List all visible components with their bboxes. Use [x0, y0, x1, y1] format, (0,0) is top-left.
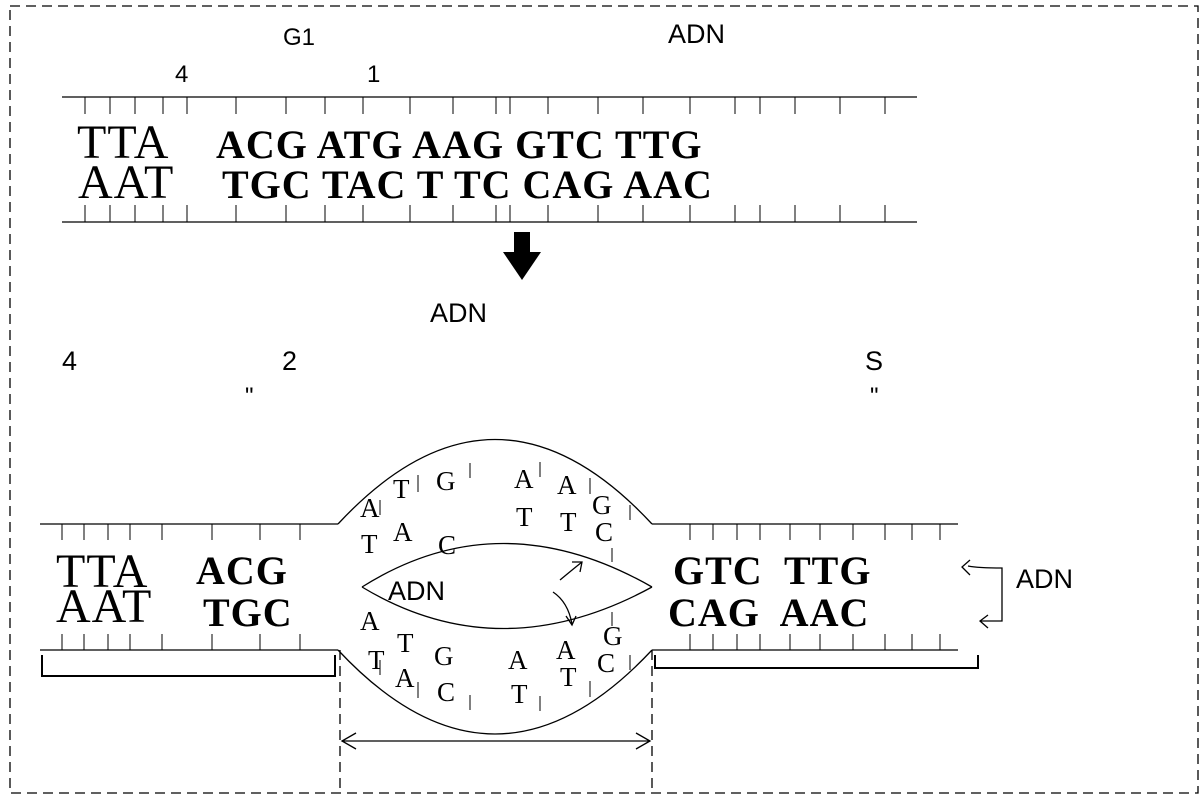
bubble-upper-nuc: T [361, 529, 378, 559]
label-g1: G1 [283, 24, 315, 51]
bubble-upper-nuc: T [393, 474, 410, 504]
right-seq-lower: CAG AAC [668, 590, 869, 635]
label-adn-top: ADN [668, 19, 725, 49]
bubble-upper-nuc: A [393, 517, 413, 547]
curved-arrow-lower [552, 591, 573, 625]
right-backbone-ticks [689, 524, 941, 650]
bubble-upper-nuc: A [514, 464, 534, 494]
bubble-lower-nuc: A [360, 606, 380, 636]
bubble-upper-nuc: T [560, 507, 577, 537]
bubble-width-arrow [340, 732, 652, 750]
bubble-lower-nuc: A [395, 663, 415, 693]
bubble-lower-nuc: T [511, 679, 528, 709]
top-seq-lower: TGC TAC T TC CAG AAC [222, 162, 713, 207]
label-2-mid: 2 [282, 346, 297, 376]
left-bracket [41, 655, 336, 677]
label-1-top: 1 [367, 61, 380, 88]
bubble-upper-nuc: G [436, 466, 456, 496]
replication-bubble: A T A T G C A T A T G C A T T A G C A T … [337, 439, 653, 735]
bottom-right-dna: GTC TTG CAG AAC ADN [652, 523, 1073, 669]
connector-arrowhead-top [961, 559, 971, 576]
arrowhead-upper [572, 561, 583, 573]
label-adn-mid: ADN [430, 298, 487, 328]
top-seq-upper: ACG ATG AAG GTC TTG [216, 122, 703, 167]
left-seq-lower-bold: AAT [56, 580, 152, 633]
bottom-left-dna: TTA ACG AAT TGC [40, 523, 338, 677]
bubble-lower-nuc: G [603, 621, 623, 651]
label-adn-right: ADN [1016, 564, 1073, 594]
top-seq-lower-bold: AAT [78, 156, 174, 209]
label-4-mid: 4 [62, 346, 77, 376]
label-adn-bubble: ADN [388, 576, 445, 606]
arrowhead-lower [565, 615, 577, 627]
curved-arrow-upper [559, 561, 583, 581]
bubble-upper-nuc: G [592, 490, 612, 520]
top-dna-double-helix: TTA ACG ATG AAG GTC TTG AAT TGC TAC T TC… [62, 96, 917, 223]
bubble-inner-upper [361, 542, 653, 588]
right-bracket [654, 655, 979, 669]
dashed-frame [9, 5, 1199, 794]
bubble-lower-nuc: T [368, 645, 385, 675]
bubble-lower-nuc: A [508, 645, 528, 675]
bubble-lower-nuc: T [397, 628, 414, 658]
label-s-mid: S [865, 346, 883, 376]
bubble-lower-nuc: G [434, 641, 454, 671]
left-seq-upper-bold: TTA [56, 545, 148, 598]
quote-mark-right: " [870, 383, 879, 410]
left-seq-lower: TGC [203, 590, 293, 635]
connector-arrowhead-bottom [978, 614, 989, 629]
bubble-inner-lower [361, 586, 653, 630]
bubble-lower-nuc: T [560, 662, 577, 692]
top-backbone-ticks [84, 97, 886, 222]
label-4-top: 4 [175, 61, 188, 88]
bubble-upper-nuc: C [595, 517, 613, 547]
left-backbone-ticks [61, 524, 301, 650]
top-seq-upper-bold: TTA [77, 116, 169, 169]
quote-mark-left: " [245, 383, 254, 410]
bubble-lower-nuc: C [597, 648, 615, 678]
bubble-upper-nuc: A [557, 470, 577, 500]
left-seq-upper: ACG [196, 548, 288, 593]
down-arrow-icon [503, 232, 541, 280]
right-seq-upper: GTC TTG [673, 548, 871, 593]
bubble-outer-upper [337, 439, 653, 525]
bubble-upper-nuc: T [516, 502, 533, 532]
bubble-lower-nuc: A [556, 635, 576, 665]
bubble-outer-lower [337, 649, 653, 735]
right-connector [967, 565, 1003, 622]
bubble-upper-nuc: C [438, 530, 456, 560]
bubble-upper-nuc: A [360, 493, 380, 523]
bubble-lower-nuc: C [437, 677, 455, 707]
bubble-backbone-ticks [379, 462, 631, 711]
